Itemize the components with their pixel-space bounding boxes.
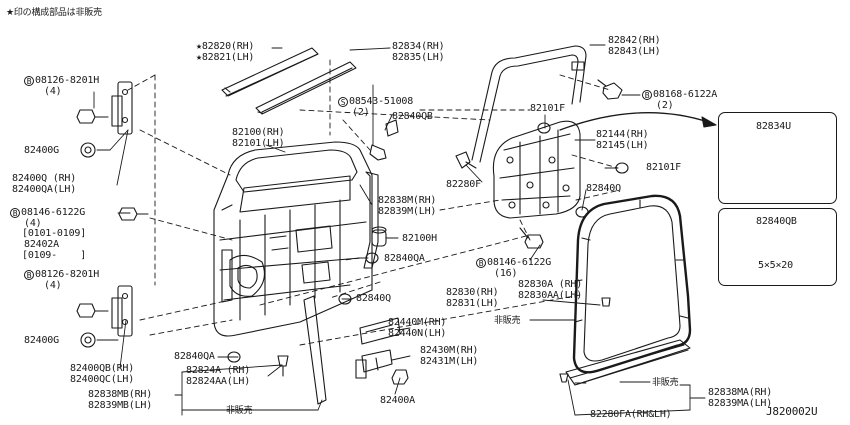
part-82101-lh: 82101(LH) bbox=[232, 138, 285, 149]
inset-label-82834u: 82834U bbox=[756, 121, 791, 132]
part-82842-rh: 82842(RH) bbox=[608, 35, 661, 46]
window-seals bbox=[221, 47, 357, 115]
part-82400q-rh: 82400Q (RH) bbox=[12, 173, 77, 184]
door-panel bbox=[213, 141, 373, 337]
part-82838ma-rh: 82838MA(RH) bbox=[708, 387, 773, 398]
part-82400qc-lh: 82400QC(LH) bbox=[70, 374, 135, 385]
not-sold-label-c: 非販売 bbox=[652, 378, 679, 388]
part-82144-rh: 82144(RH) bbox=[596, 129, 649, 140]
date-range-a: [0101-0109] bbox=[22, 228, 87, 239]
sash-weatherstrip bbox=[471, 45, 587, 163]
part-82839m-lh: 82839M(LH) bbox=[378, 206, 437, 217]
part-82100-rh: 82100(RH) bbox=[232, 127, 285, 138]
part-82840qa-mid: 82840QA bbox=[384, 253, 425, 264]
inset-box-82834u bbox=[718, 112, 837, 204]
bolts bbox=[76, 79, 623, 385]
part-82830-rh: 82830(RH) bbox=[446, 287, 499, 298]
part-82101f-top: 82101F bbox=[530, 103, 565, 114]
qty-label: (4) bbox=[44, 280, 62, 291]
part-82839mb-lh: 82839MB(LH) bbox=[88, 400, 153, 411]
bolt-prefix-icon: B bbox=[10, 208, 20, 218]
part-82830a-rh: 82830A (RH) bbox=[518, 279, 583, 290]
part-82440m-rh: 82440M(RH) bbox=[388, 317, 447, 328]
header-note: ★印の構成部品は非販売 bbox=[6, 8, 102, 18]
body-opening-weatherstrip bbox=[572, 194, 692, 374]
not-sold-label-b: 非販売 bbox=[494, 316, 521, 326]
part-82280f: 82280F bbox=[446, 179, 481, 190]
part-82840qb: 82840QB bbox=[392, 111, 433, 122]
part-82400g-upper: 82400G bbox=[24, 145, 59, 156]
part-82430m-rh: 82430M(RH) bbox=[420, 345, 479, 356]
part-82843-lh: 82843(LH) bbox=[608, 46, 661, 57]
part-82100h: 82100H bbox=[402, 233, 437, 244]
part-82101f-right: 82101F bbox=[646, 162, 681, 173]
clips-and-grommets bbox=[227, 119, 629, 383]
inset-label-82840qb: 82840QB bbox=[756, 216, 797, 227]
upper-hinge bbox=[111, 81, 133, 135]
part-82824a-rh: 82824A (RH) bbox=[186, 365, 251, 376]
not-sold-label-a: 非販売 bbox=[226, 406, 253, 416]
part-82840q-mid: 82840Q bbox=[356, 293, 391, 304]
date-range-b: [0109- ] bbox=[22, 250, 87, 261]
part-82400qa-lh: 82400QA(LH) bbox=[12, 184, 77, 195]
qty-label: (16) bbox=[494, 268, 518, 279]
diagram-code: J820002U bbox=[766, 405, 818, 418]
part-82830aa-lh: 82830AA(LH) bbox=[518, 290, 583, 301]
part-82402a: 82402A bbox=[24, 239, 59, 250]
part-82145-lh: 82145(LH) bbox=[596, 140, 649, 151]
part-82831-lh: 82831(LH) bbox=[446, 298, 499, 309]
bolt-prefix-icon: B bbox=[476, 258, 486, 268]
qty-label: (4) bbox=[44, 86, 62, 97]
part-82838m-rh: 82838M(RH) bbox=[378, 195, 437, 206]
door-outer-seal bbox=[363, 171, 379, 269]
pillar-trim bbox=[303, 295, 327, 405]
screw-prefix-icon: S bbox=[338, 97, 348, 107]
part-82834-rh: 82834(RH) bbox=[392, 41, 445, 52]
part-82824aa-lh: 82824AA(LH) bbox=[186, 376, 251, 387]
part-82400qb-rh: 82400QB(RH) bbox=[70, 363, 135, 374]
qty-label: (2) bbox=[656, 100, 674, 111]
part-82835-lh: 82835(LH) bbox=[392, 52, 445, 63]
bolt-prefix-icon: B bbox=[24, 76, 34, 86]
part-82400a: 82400A bbox=[380, 395, 415, 406]
inset-size-label: 5×5×20 bbox=[758, 260, 793, 271]
part-82400g-lower: 82400G bbox=[24, 335, 59, 346]
door-handle-and-check bbox=[355, 317, 401, 379]
sill-weatherstrip bbox=[565, 339, 691, 386]
inset-box-82840qb bbox=[718, 208, 837, 286]
part-82440n-lh: 82440N(LH) bbox=[388, 328, 447, 339]
lower-hinge bbox=[111, 285, 133, 337]
part-82839ma-lh: 82839MA(LH) bbox=[708, 398, 773, 409]
bolt-prefix-icon: B bbox=[24, 270, 34, 280]
part-82431m-lh: 82431M(LH) bbox=[420, 356, 479, 367]
qty-label: (2) bbox=[352, 107, 370, 118]
bolt-prefix-icon: B bbox=[642, 90, 652, 100]
part-82840q-right: 82840Q bbox=[586, 183, 621, 194]
inset-arrowhead bbox=[701, 116, 717, 128]
part-82280fa: 82280FA(RH&LH) bbox=[590, 409, 672, 420]
part-82838mb-rh: 82838MB(RH) bbox=[88, 389, 153, 400]
part-82821-lh: ★82821(LH) bbox=[196, 52, 255, 63]
qty-label: (4) bbox=[24, 218, 42, 229]
part-82820-rh: ★82820(RH) bbox=[196, 41, 255, 52]
inset-arrow bbox=[559, 112, 709, 131]
inner-module-panel bbox=[492, 120, 581, 219]
part-82840qa-low: 82840QA bbox=[174, 351, 215, 362]
